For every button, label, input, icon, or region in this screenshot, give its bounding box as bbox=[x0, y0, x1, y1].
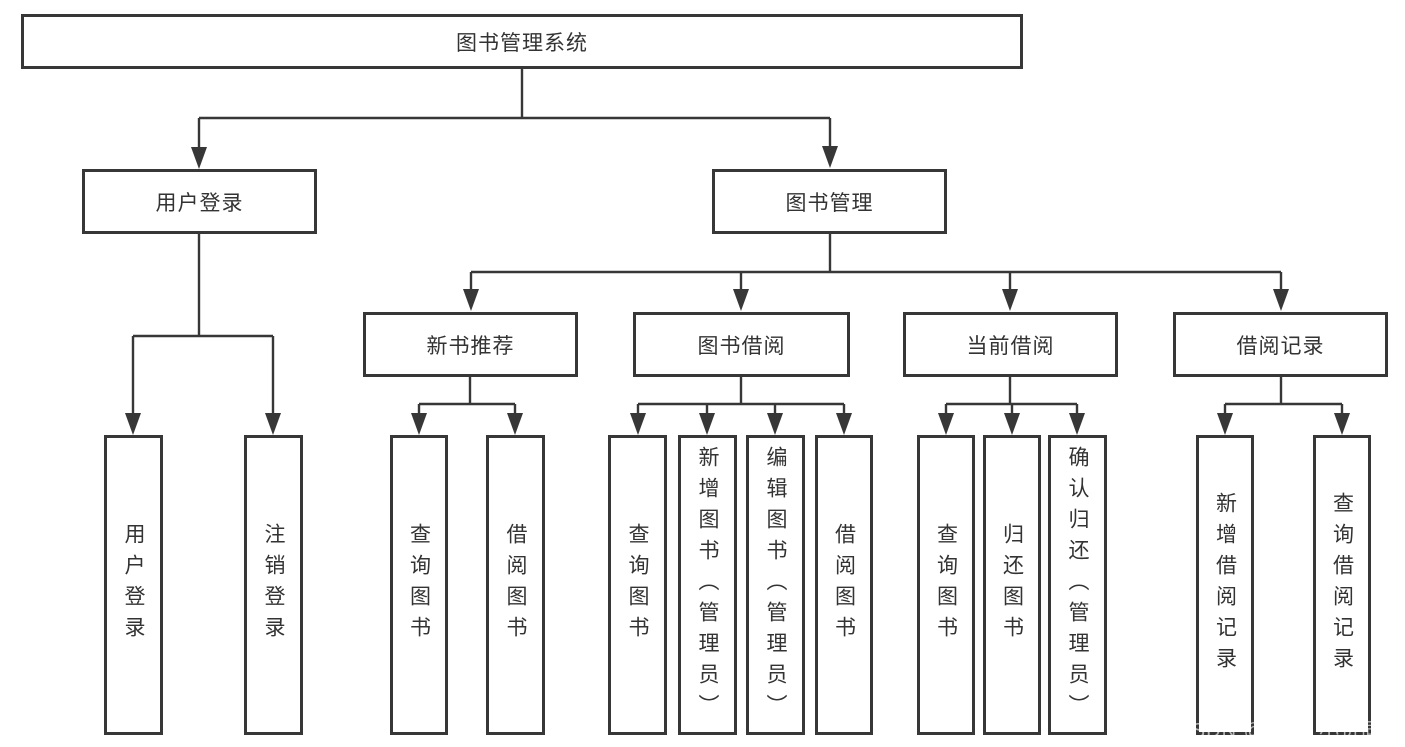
leaf-recommend-borrow-book: 借阅图书 bbox=[486, 435, 545, 735]
node-label: 借阅图书 bbox=[504, 523, 527, 647]
node-label: 新增借阅记录 bbox=[1213, 492, 1237, 678]
leaf-borrow-borrow-book: 借阅图书 bbox=[815, 435, 873, 735]
node-label: 图书管理 bbox=[785, 191, 874, 215]
node-label: 当前借阅 bbox=[966, 334, 1055, 358]
node-label: 查询图书 bbox=[407, 523, 431, 647]
node-borrow-records: 借阅记录 bbox=[1173, 312, 1388, 377]
leaf-current-query-book: 查询图书 bbox=[917, 435, 975, 735]
node-label: 借阅图书 bbox=[832, 523, 856, 647]
node-label: 图书借阅 bbox=[697, 334, 786, 358]
node-root: 图书管理系统 bbox=[21, 14, 1023, 69]
leaf-current-confirm-return-admin: 确认归还（管理员） bbox=[1048, 435, 1107, 735]
node-book-management: 图书管理 bbox=[712, 169, 947, 234]
node-label: 注销登录 bbox=[262, 523, 285, 647]
node-user-login: 用户登录 bbox=[82, 169, 317, 234]
node-label: 查询图书 bbox=[626, 523, 649, 647]
node-label: 查询图书 bbox=[934, 523, 958, 647]
node-book-borrow: 图书借阅 bbox=[633, 312, 850, 377]
node-label: 图书管理系统 bbox=[456, 31, 588, 55]
node-current-borrow: 当前借阅 bbox=[903, 312, 1118, 377]
connector-paths bbox=[131, 69, 1344, 416]
node-label: 查询借阅记录 bbox=[1330, 492, 1354, 678]
leaf-borrow-add-book-admin: 新增图书（管理员） bbox=[678, 435, 737, 735]
leaf-borrow-edit-book-admin: 编辑图书（管理员） bbox=[746, 435, 805, 735]
leaf-current-return-book: 归还图书 bbox=[983, 435, 1041, 735]
csdn-watermark: CSDN @软件_小贺同学 bbox=[1176, 720, 1403, 742]
leaf-recommend-query-book: 查询图书 bbox=[390, 435, 448, 735]
leaf-logout: 注销登录 bbox=[244, 435, 303, 735]
node-label: 借阅记录 bbox=[1236, 334, 1325, 358]
node-label: 确认归还（管理员） bbox=[1066, 445, 1089, 725]
leaf-user-login: 用户登录 bbox=[104, 435, 163, 735]
leaf-records-query-record: 查询借阅记录 bbox=[1313, 435, 1371, 735]
node-label: 新增图书（管理员） bbox=[696, 445, 719, 725]
node-label: 新书推荐 bbox=[426, 334, 515, 358]
node-label: 归还图书 bbox=[1000, 523, 1024, 647]
node-new-book-recommend: 新书推荐 bbox=[363, 312, 578, 377]
leaf-records-add-record: 新增借阅记录 bbox=[1196, 435, 1254, 735]
arrowheads bbox=[125, 146, 1350, 435]
node-label: 用户登录 bbox=[122, 523, 145, 647]
leaf-borrow-query-book: 查询图书 bbox=[608, 435, 667, 735]
node-label: 用户登录 bbox=[155, 191, 244, 215]
node-label: 编辑图书（管理员） bbox=[764, 445, 787, 725]
